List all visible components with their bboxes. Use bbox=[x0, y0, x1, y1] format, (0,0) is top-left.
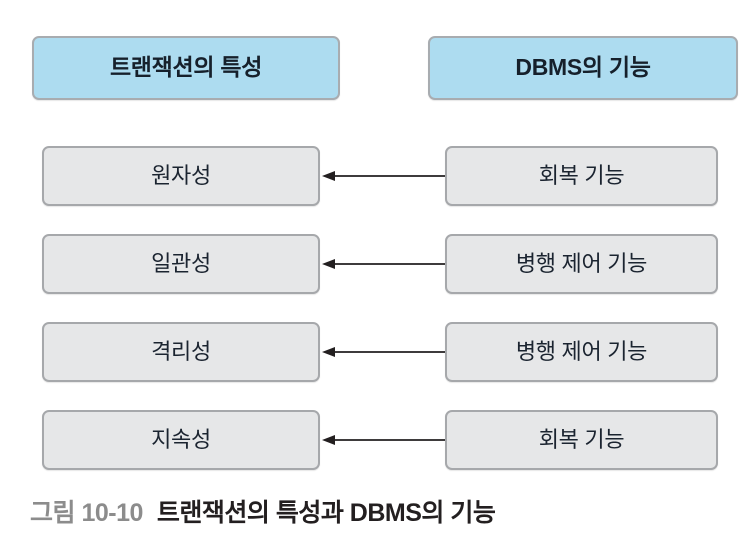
left-arrow-icon bbox=[322, 171, 448, 181]
left-arrow-icon bbox=[322, 259, 448, 269]
function-box-recovery-1: 회복 기능 bbox=[445, 146, 718, 206]
left-arrow-icon bbox=[322, 435, 448, 445]
column-header-transaction-properties: 트랜잭션의 특성 bbox=[32, 36, 340, 100]
column-header-dbms-functions: DBMS의 기능 bbox=[428, 36, 738, 100]
function-label: 병행 제어 기능 bbox=[515, 338, 648, 364]
property-label: 원자성 bbox=[151, 162, 211, 188]
figure-caption-text: 트랜잭션의 특성과 DBMS의 기능 bbox=[156, 499, 496, 527]
function-label: 병행 제어 기능 bbox=[515, 250, 648, 276]
property-label: 일관성 bbox=[151, 250, 211, 276]
function-box-concurrency-control-1: 병행 제어 기능 bbox=[445, 234, 718, 294]
function-label: 회복 기능 bbox=[538, 162, 625, 188]
property-label: 지속성 bbox=[151, 426, 211, 452]
column-header-left-label: 트랜잭션의 특성 bbox=[109, 54, 263, 81]
function-box-concurrency-control-2: 병행 제어 기능 bbox=[445, 322, 718, 382]
function-label: 회복 기능 bbox=[538, 426, 625, 452]
property-box-consistency: 일관성 bbox=[42, 234, 320, 294]
property-box-atomicity: 원자성 bbox=[42, 146, 320, 206]
figure-caption-number: 그림 10-10 bbox=[30, 499, 143, 527]
property-box-durability: 지속성 bbox=[42, 410, 320, 470]
figure-caption: 그림 10-10 트랜잭션의 특성과 DBMS의 기능 bbox=[30, 493, 496, 529]
column-header-right-label: DBMS의 기능 bbox=[515, 54, 651, 81]
property-label: 격리성 bbox=[151, 338, 211, 364]
left-arrow-icon bbox=[322, 347, 448, 357]
property-box-isolation: 격리성 bbox=[42, 322, 320, 382]
function-box-recovery-2: 회복 기능 bbox=[445, 410, 718, 470]
